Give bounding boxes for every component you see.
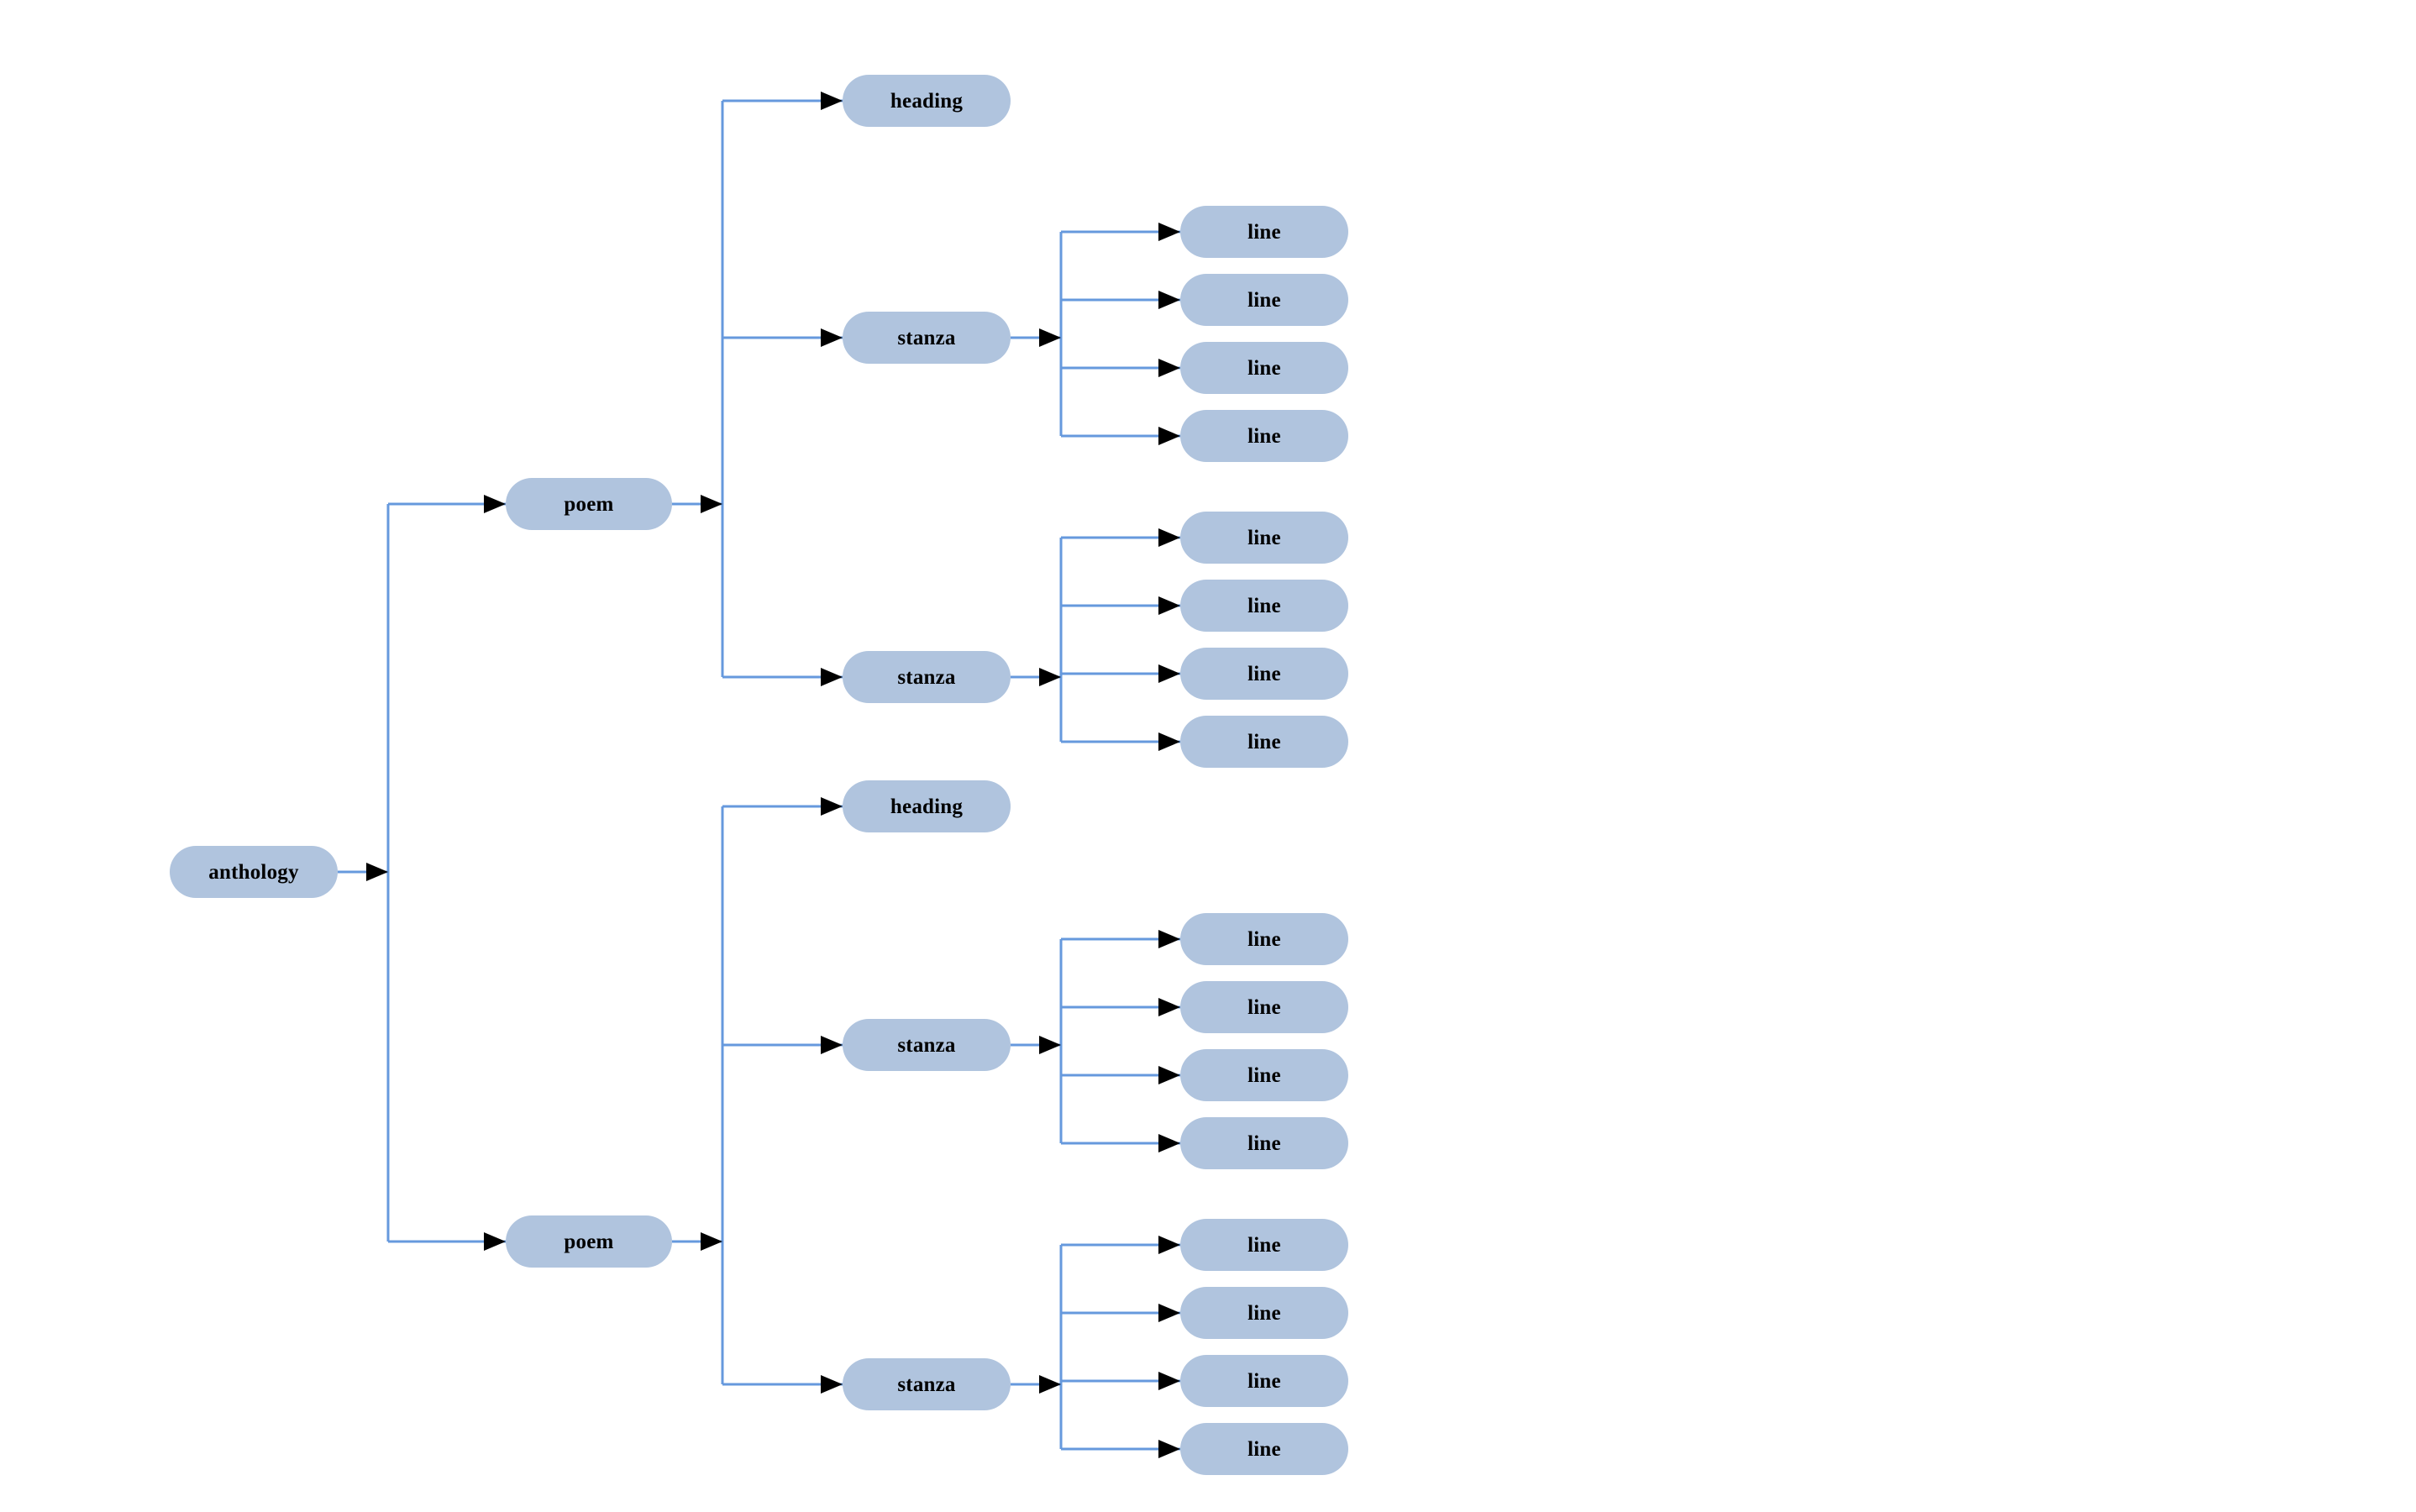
node-label: line: [1247, 1437, 1281, 1461]
node-label: heading: [890, 89, 964, 113]
node-label: line: [1247, 927, 1281, 951]
node-label: line: [1247, 1233, 1281, 1257]
node-label: line: [1247, 995, 1281, 1019]
node-poem-1-stanza-1[interactable]: stanza: [843, 312, 1011, 364]
node-label: line: [1247, 730, 1281, 753]
node-poem-2[interactable]: poem: [506, 1215, 672, 1268]
node-poem-1-stanza-2-line-1[interactable]: line: [1180, 512, 1348, 564]
node-anthology[interactable]: anthology: [170, 846, 338, 898]
node-poem-1-stanza-1-line-2[interactable]: line: [1180, 274, 1348, 326]
node-poem-2-stanza-1-line-1[interactable]: line: [1180, 913, 1348, 965]
node-label: line: [1247, 220, 1281, 244]
node-label: line: [1247, 1301, 1281, 1325]
node-label: line: [1247, 356, 1281, 380]
node-label: stanza: [897, 665, 956, 689]
node-label: line: [1247, 594, 1281, 617]
node-poem-2-stanza-2-line-2[interactable]: line: [1180, 1287, 1348, 1339]
node-poem-2-stanza-1-line-4[interactable]: line: [1180, 1117, 1348, 1169]
node-poem-1-stanza-1-line-1[interactable]: line: [1180, 206, 1348, 258]
node-poem-1-heading[interactable]: heading: [843, 75, 1011, 127]
node-poem-1-stanza-2-line-3[interactable]: line: [1180, 648, 1348, 700]
node-label: stanza: [897, 1033, 956, 1057]
node-poem-2-stanza-2[interactable]: stanza: [843, 1358, 1011, 1410]
node-poem-1-stanza-2-line-2[interactable]: line: [1180, 580, 1348, 632]
node-label: line: [1247, 526, 1281, 549]
node-poem-2-stanza-2-line-1[interactable]: line: [1180, 1219, 1348, 1271]
node-poem-1-stanza-2[interactable]: stanza: [843, 651, 1011, 703]
node-poem-1[interactable]: poem: [506, 478, 672, 530]
node-poem-2-stanza-1-line-2[interactable]: line: [1180, 981, 1348, 1033]
node-poem-2-stanza-2-line-3[interactable]: line: [1180, 1355, 1348, 1407]
node-label: stanza: [897, 326, 956, 349]
node-label: line: [1247, 1063, 1281, 1087]
node-label: line: [1247, 424, 1281, 448]
node-label: anthology: [208, 860, 299, 884]
node-label: poem: [564, 492, 614, 516]
node-poem-1-stanza-2-line-4[interactable]: line: [1180, 716, 1348, 768]
node-label: poem: [564, 1230, 614, 1253]
node-label: line: [1247, 1131, 1281, 1155]
node-poem-2-heading[interactable]: heading: [843, 780, 1011, 832]
node-label: stanza: [897, 1373, 956, 1396]
node-poem-2-stanza-1-line-3[interactable]: line: [1180, 1049, 1348, 1101]
node-poem-2-stanza-1[interactable]: stanza: [843, 1019, 1011, 1071]
node-label: line: [1247, 662, 1281, 685]
node-label: line: [1247, 288, 1281, 312]
node-poem-1-stanza-1-line-3[interactable]: line: [1180, 342, 1348, 394]
node-label: line: [1247, 1369, 1281, 1393]
node-poem-2-stanza-2-line-4[interactable]: line: [1180, 1423, 1348, 1475]
node-label: heading: [890, 795, 964, 818]
node-poem-1-stanza-1-line-4[interactable]: line: [1180, 410, 1348, 462]
